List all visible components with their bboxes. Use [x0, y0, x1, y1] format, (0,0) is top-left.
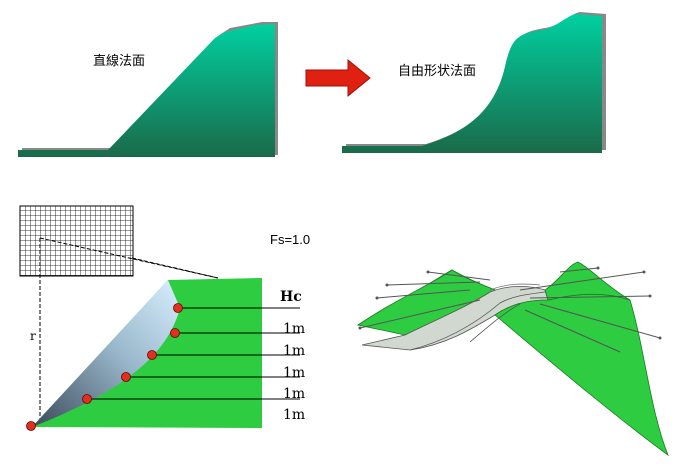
toe-point	[26, 421, 36, 431]
free-form-slope-panel: 自由形状法面	[342, 12, 606, 153]
straight-slope-panel: 直線法面	[18, 22, 278, 157]
radius-label: r	[30, 329, 36, 343]
slip-point	[170, 328, 180, 338]
step-label: 1m	[283, 343, 305, 359]
step-label: 1m	[283, 321, 305, 337]
transform-arrow-icon	[305, 58, 371, 98]
slip-point	[121, 372, 131, 382]
anchor-lines	[359, 267, 661, 353]
stability-section: r Fs=1.0 Hc 1m 1m 1m 1m 1m	[19, 205, 310, 431]
failure-wedge	[32, 280, 180, 427]
three-d-slope	[356, 261, 669, 457]
straight-slope-label: 直線法面	[93, 53, 145, 69]
slip-point	[147, 350, 157, 360]
slip-point	[173, 303, 183, 313]
step-label: 1m	[283, 386, 305, 402]
fs-label: Fs=1.0	[270, 232, 310, 247]
step-label: 1m	[283, 407, 305, 423]
free-form-slope-shape	[342, 14, 602, 153]
center-search-grid	[19, 205, 134, 277]
hc-label: Hc	[280, 289, 302, 305]
straight-slope-shape	[18, 24, 275, 157]
step-label: 1m	[283, 365, 305, 381]
free-form-slope-label: 自由形状法面	[398, 64, 476, 79]
slip-point	[82, 394, 92, 404]
